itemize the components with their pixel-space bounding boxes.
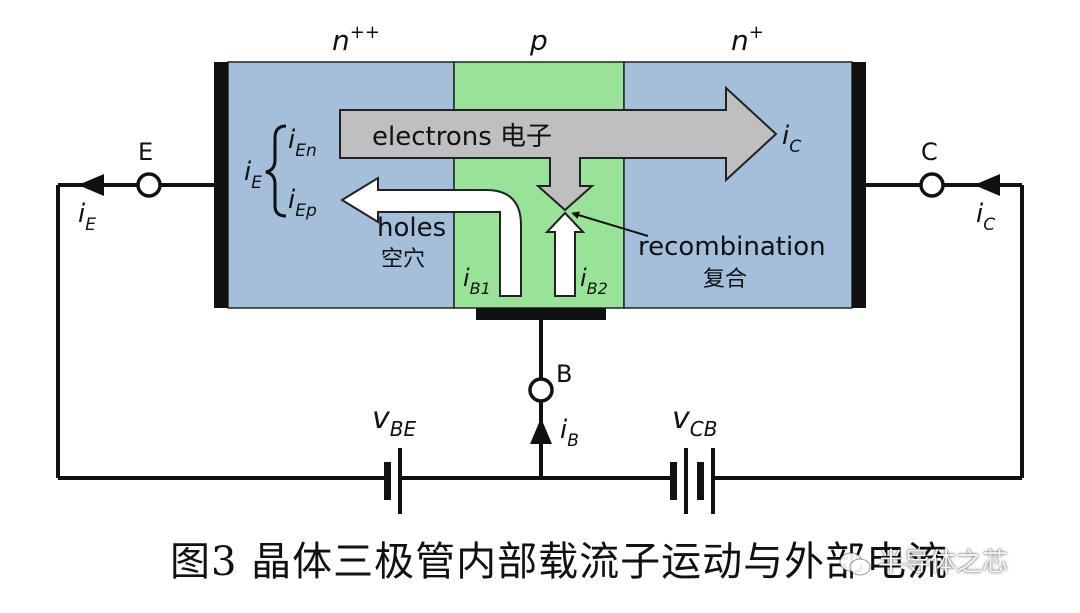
base-current-2-label: iB2 <box>580 264 608 298</box>
circuit-wires <box>56 183 1024 480</box>
recombination-label: recombination <box>638 232 826 262</box>
vcb-label: vCB <box>672 401 717 441</box>
emitter-terminal-label: E <box>138 138 153 166</box>
collector-current-arrow-icon <box>974 174 1000 196</box>
emitter-contact <box>214 62 228 308</box>
watermark: 半导体之芯 <box>838 545 1008 581</box>
collector-doping-label: n+ <box>731 22 764 57</box>
current-split-brace <box>265 124 287 218</box>
base-current-label: iB <box>560 415 579 451</box>
electrons-label: electrons 电子 <box>372 122 552 152</box>
emitter-current-arrow-icon <box>78 174 104 196</box>
emitter-terminal <box>136 172 162 198</box>
base-terminal-label: B <box>556 360 572 388</box>
base-doping-label: p <box>529 24 548 57</box>
collector-current-label: iC <box>976 199 995 235</box>
battery-vbe-icon <box>384 448 402 514</box>
emitter-doping-label: n++ <box>332 22 380 57</box>
emitter-current-label: iE <box>78 199 96 235</box>
base-current-1-label: iB1 <box>463 264 491 298</box>
base-contact <box>476 308 606 320</box>
hole-emitter-current-label: iEp <box>288 185 317 221</box>
base-current-arrow-icon <box>530 418 552 444</box>
battery-vcb-icon <box>670 448 715 514</box>
collector-arrow-current-label: iC <box>782 121 801 157</box>
emitter-total-current-label: iE <box>244 157 262 193</box>
holes-cn-label: 空穴 <box>381 247 425 272</box>
holes-label: holes <box>377 213 446 243</box>
wechat-icon <box>839 552 871 575</box>
figure-caption: 图3 晶体三极管内部载流子运动与外部电流 <box>170 539 949 585</box>
collector-contact <box>852 62 866 308</box>
electron-flow-arrow-icon <box>339 85 778 212</box>
hole-flow-arrow-icon <box>340 176 522 297</box>
collector-terminal <box>919 172 945 198</box>
base-recombination-arrow-icon <box>544 211 586 297</box>
electron-emitter-current-label: iEn <box>288 125 317 161</box>
emitter-region <box>227 61 455 309</box>
base-terminal <box>528 377 554 403</box>
collector-terminal-label: C <box>921 138 938 166</box>
recombination-pointer <box>571 211 649 237</box>
recombination-cn-label: 复合 <box>703 267 747 292</box>
watermark-text: 半导体之芯 <box>878 548 1009 578</box>
vbe-label: vBE <box>372 401 416 441</box>
